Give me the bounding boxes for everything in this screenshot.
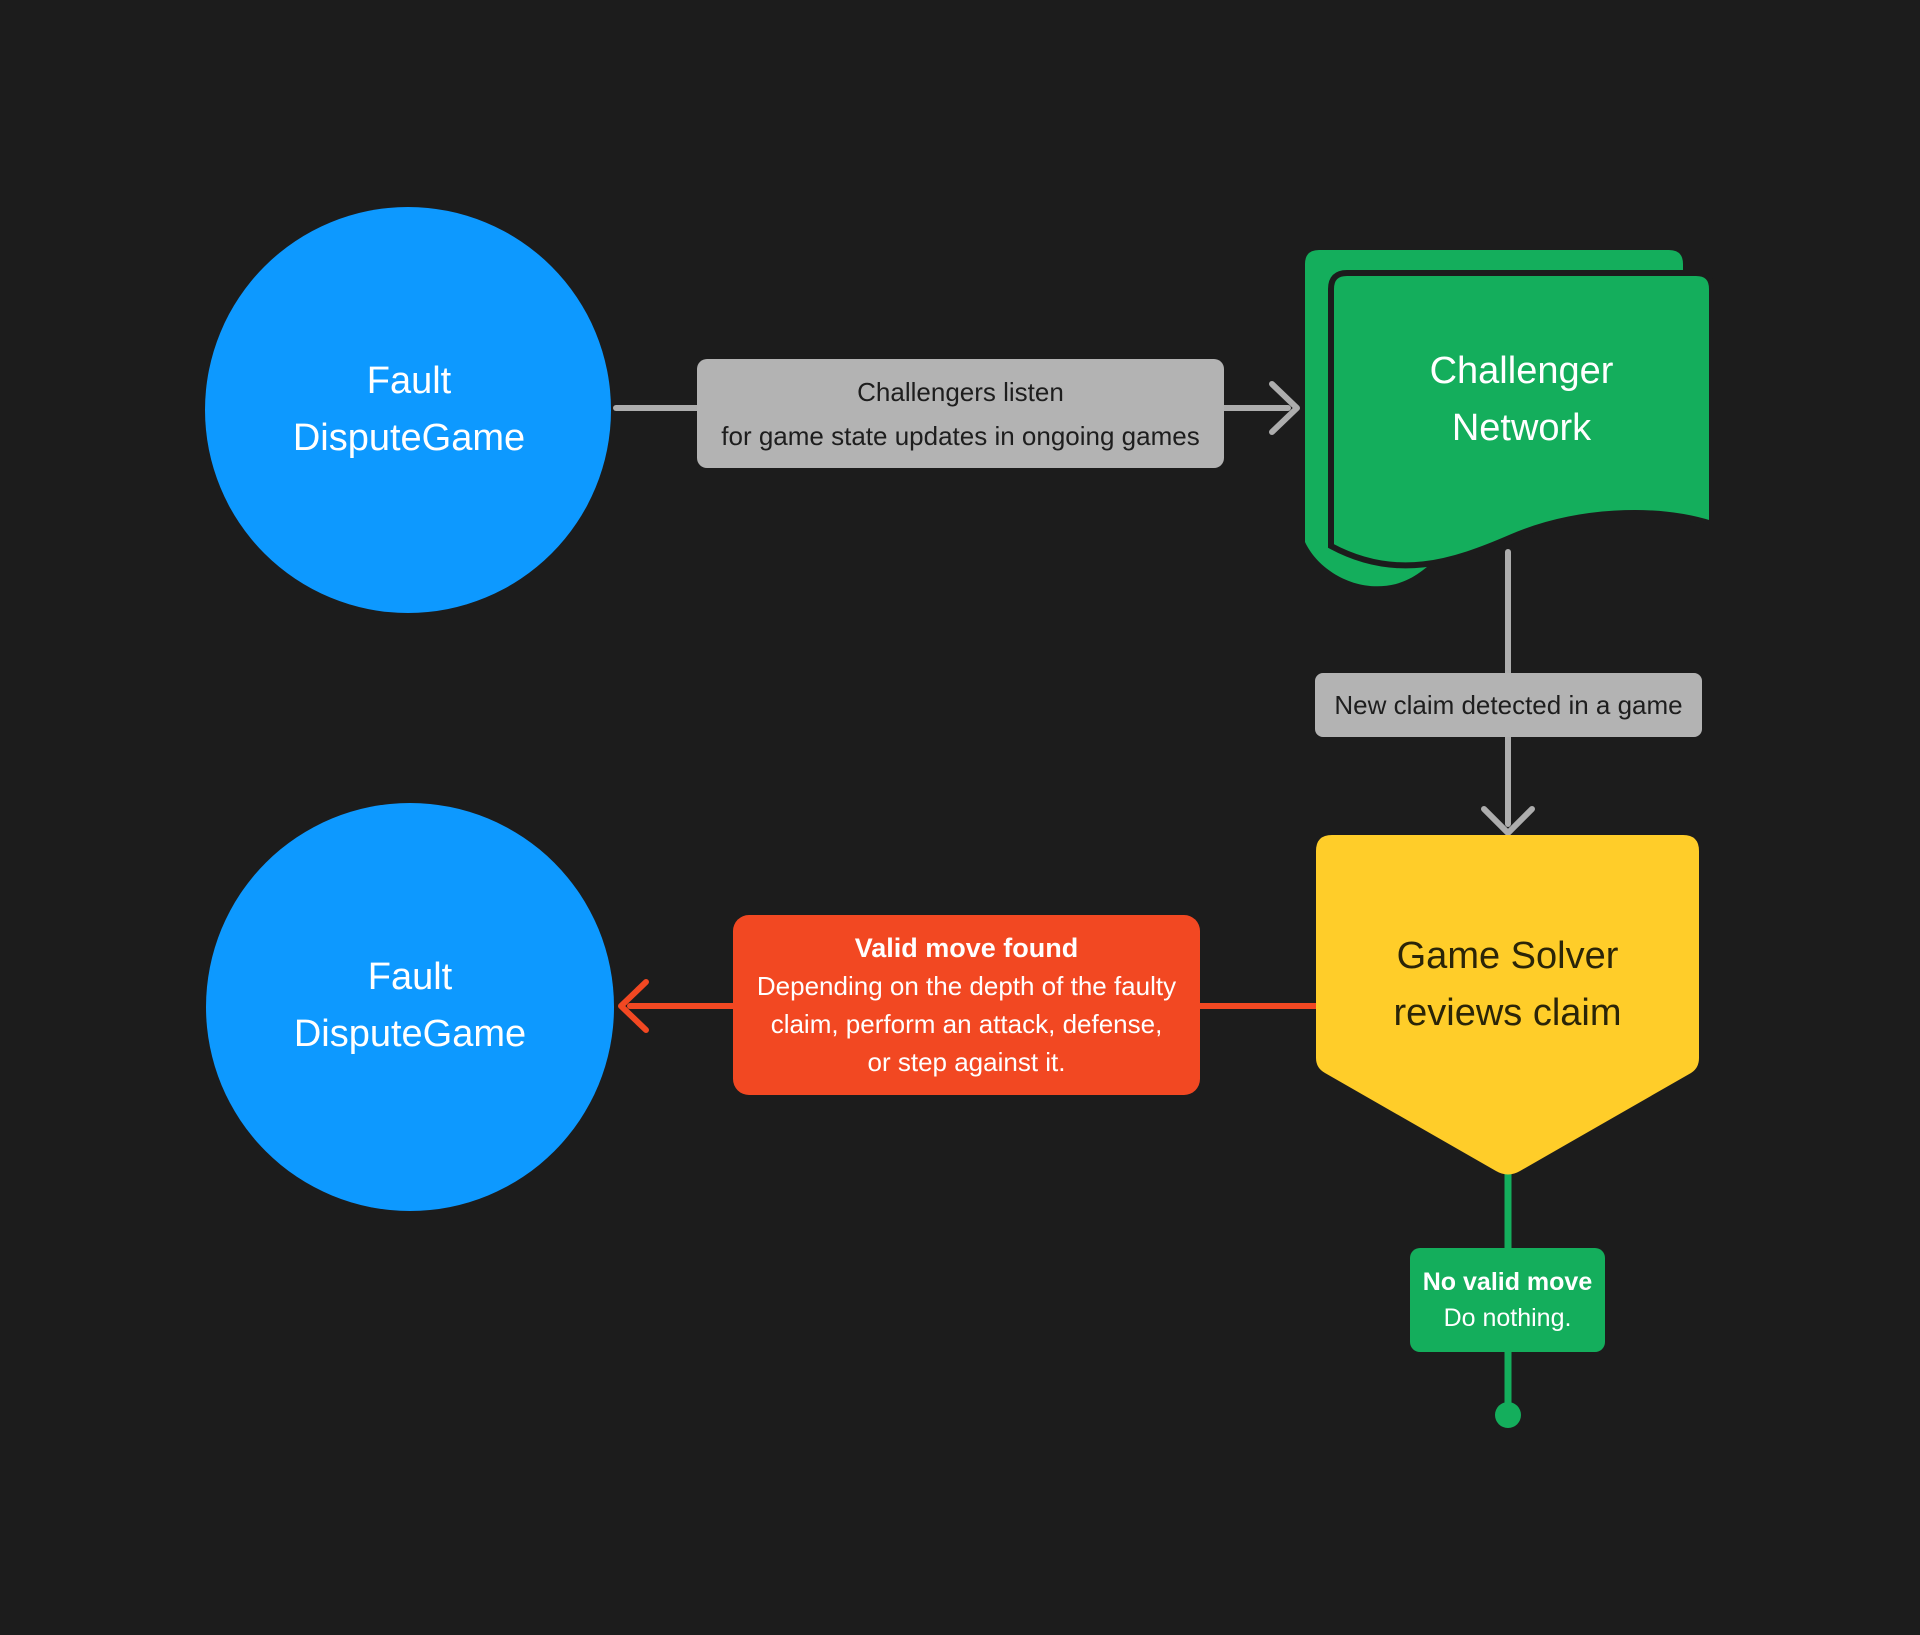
arrow-down-icon xyxy=(1481,806,1535,836)
listen-label-line2: for game state updates in ongoing games xyxy=(721,420,1200,451)
edge-label-new-claim: New claim detected in a game xyxy=(1315,673,1702,737)
arrow-left-icon xyxy=(618,979,649,1033)
new-claim-label-text: New claim detected in a game xyxy=(1334,690,1683,720)
challenger-network-node xyxy=(1328,270,1715,569)
no-valid-move-body: Do nothing. xyxy=(1443,1304,1572,1332)
no-valid-move-title: No valid move xyxy=(1422,1268,1593,1296)
edge-label-challengers-listen: Challengers listen for game state update… xyxy=(697,359,1224,468)
listen-label-line1: Challengers listen xyxy=(857,376,1064,407)
edge-label-valid-move: Valid move found Depending on the depth … xyxy=(733,915,1200,1095)
arrow-right-icon xyxy=(1269,381,1300,435)
fault-dispute-game-node-bottom xyxy=(206,803,614,1211)
fault-dispute-game-node-top xyxy=(205,207,611,613)
valid-move-body: Depending on the depth of the faulty cla… xyxy=(756,971,1177,1077)
edge-label-no-valid-move: No valid move Do nothing. xyxy=(1410,1248,1605,1352)
edge-end-dot xyxy=(1495,1402,1521,1428)
game-solver-node xyxy=(1316,835,1699,1175)
valid-move-title: Valid move found xyxy=(854,933,1079,963)
